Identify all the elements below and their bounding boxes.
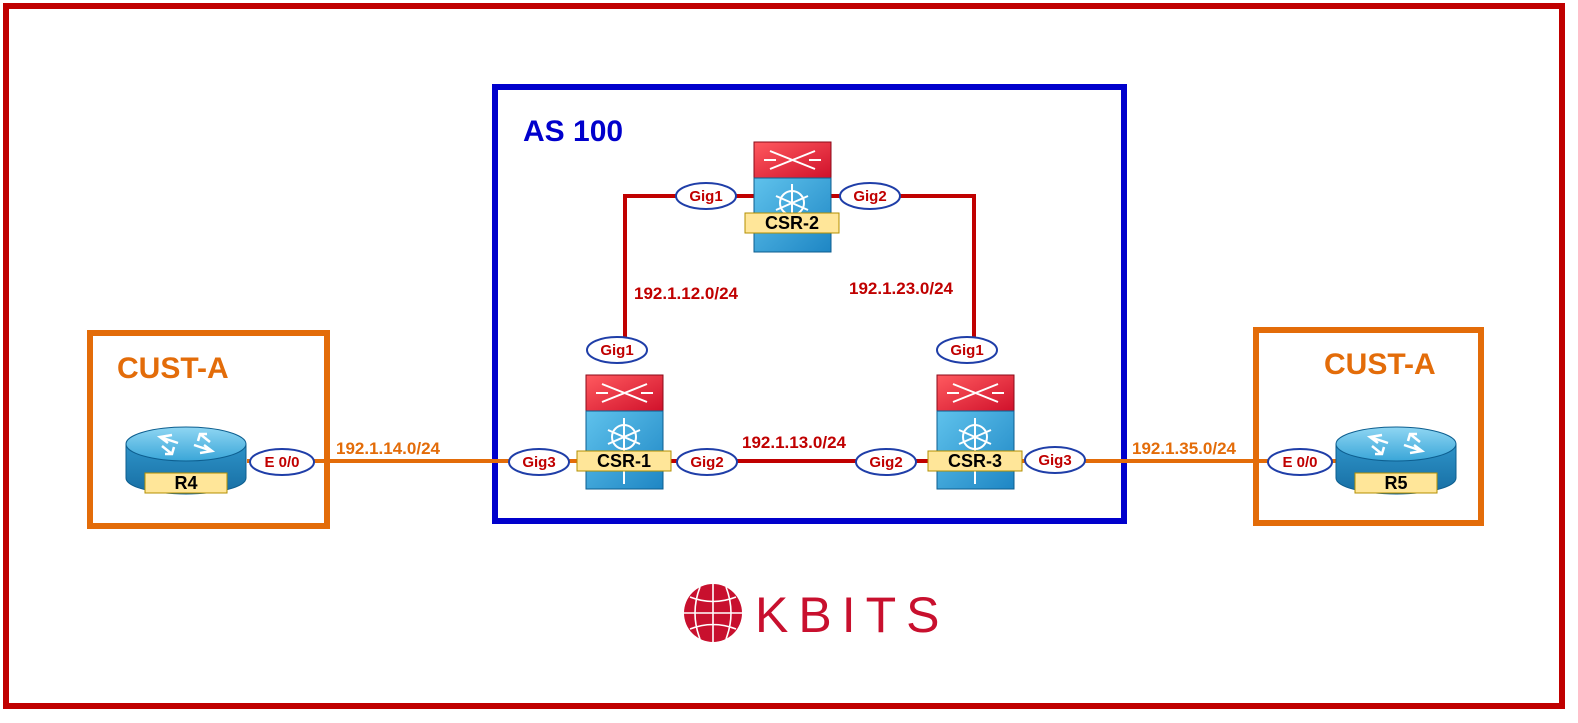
as-100-box <box>492 84 1127 524</box>
iface-csr2-gig2: Gig2 <box>839 182 901 210</box>
iface-r5-e00: E 0/0 <box>1267 448 1333 476</box>
iface-csr1-gig2: Gig2 <box>676 448 738 476</box>
svg-text:Gig1: Gig1 <box>689 188 722 205</box>
svg-text:Gig2: Gig2 <box>690 454 723 471</box>
svg-text:Gig2: Gig2 <box>853 188 886 205</box>
iface-csr1-gig3: Gig3 <box>508 448 570 476</box>
iface-csr1-gig1: Gig1 <box>586 336 648 364</box>
iface-csr3-gig2: Gig2 <box>855 448 917 476</box>
iface-r4-e00: E 0/0 <box>249 448 315 476</box>
network-14-label: 192.1.14.0/24 <box>336 439 441 458</box>
device-csr2[interactable]: CSR-2 <box>744 141 840 253</box>
iface-csr2-gig1: Gig1 <box>675 182 737 210</box>
cust-a-right-title: CUST-A <box>1324 348 1436 381</box>
csr1-label: CSR-1 <box>597 451 651 471</box>
network-13-label: 192.1.13.0/24 <box>742 433 847 452</box>
network-35-label: 192.1.35.0/24 <box>1132 439 1237 458</box>
device-r5[interactable]: R5 <box>1335 426 1457 495</box>
globe-icon <box>684 584 742 642</box>
svg-text:Gig3: Gig3 <box>522 454 555 471</box>
r5-label: R5 <box>1384 473 1407 493</box>
cust-a-right-box <box>1253 327 1484 526</box>
nexus-switch-icon <box>585 374 664 490</box>
csr3-label: CSR-3 <box>948 451 1002 471</box>
svg-text:Gig1: Gig1 <box>600 342 633 359</box>
svg-text:Gig3: Gig3 <box>1038 452 1071 469</box>
network-23-label: 192.1.23.0/24 <box>849 279 954 298</box>
svg-text:E 0/0: E 0/0 <box>264 454 299 471</box>
logo-text: KBITS <box>755 587 949 643</box>
iface-csr3-gig1: Gig1 <box>936 336 998 364</box>
r4-label: R4 <box>174 473 197 493</box>
nexus-switch-icon <box>936 374 1015 490</box>
device-csr3[interactable]: CSR-3 <box>927 374 1023 490</box>
kbits-logo: KBITS <box>684 584 949 643</box>
device-csr1[interactable]: CSR-1 <box>576 374 672 490</box>
csr2-label: CSR-2 <box>765 213 819 233</box>
svg-text:Gig2: Gig2 <box>869 454 902 471</box>
cust-a-left-title: CUST-A <box>117 352 229 385</box>
iface-csr3-gig3: Gig3 <box>1024 446 1086 474</box>
cust-a-left-box <box>87 330 330 529</box>
outer-frame <box>3 3 1565 709</box>
nexus-switch-icon <box>753 141 832 253</box>
device-r4[interactable]: R4 <box>125 426 247 495</box>
svg-text:E 0/0: E 0/0 <box>1282 454 1317 471</box>
as-title: AS 100 <box>523 115 623 148</box>
svg-text:Gig1: Gig1 <box>950 342 983 359</box>
network-12-label: 192.1.12.0/24 <box>634 284 739 303</box>
